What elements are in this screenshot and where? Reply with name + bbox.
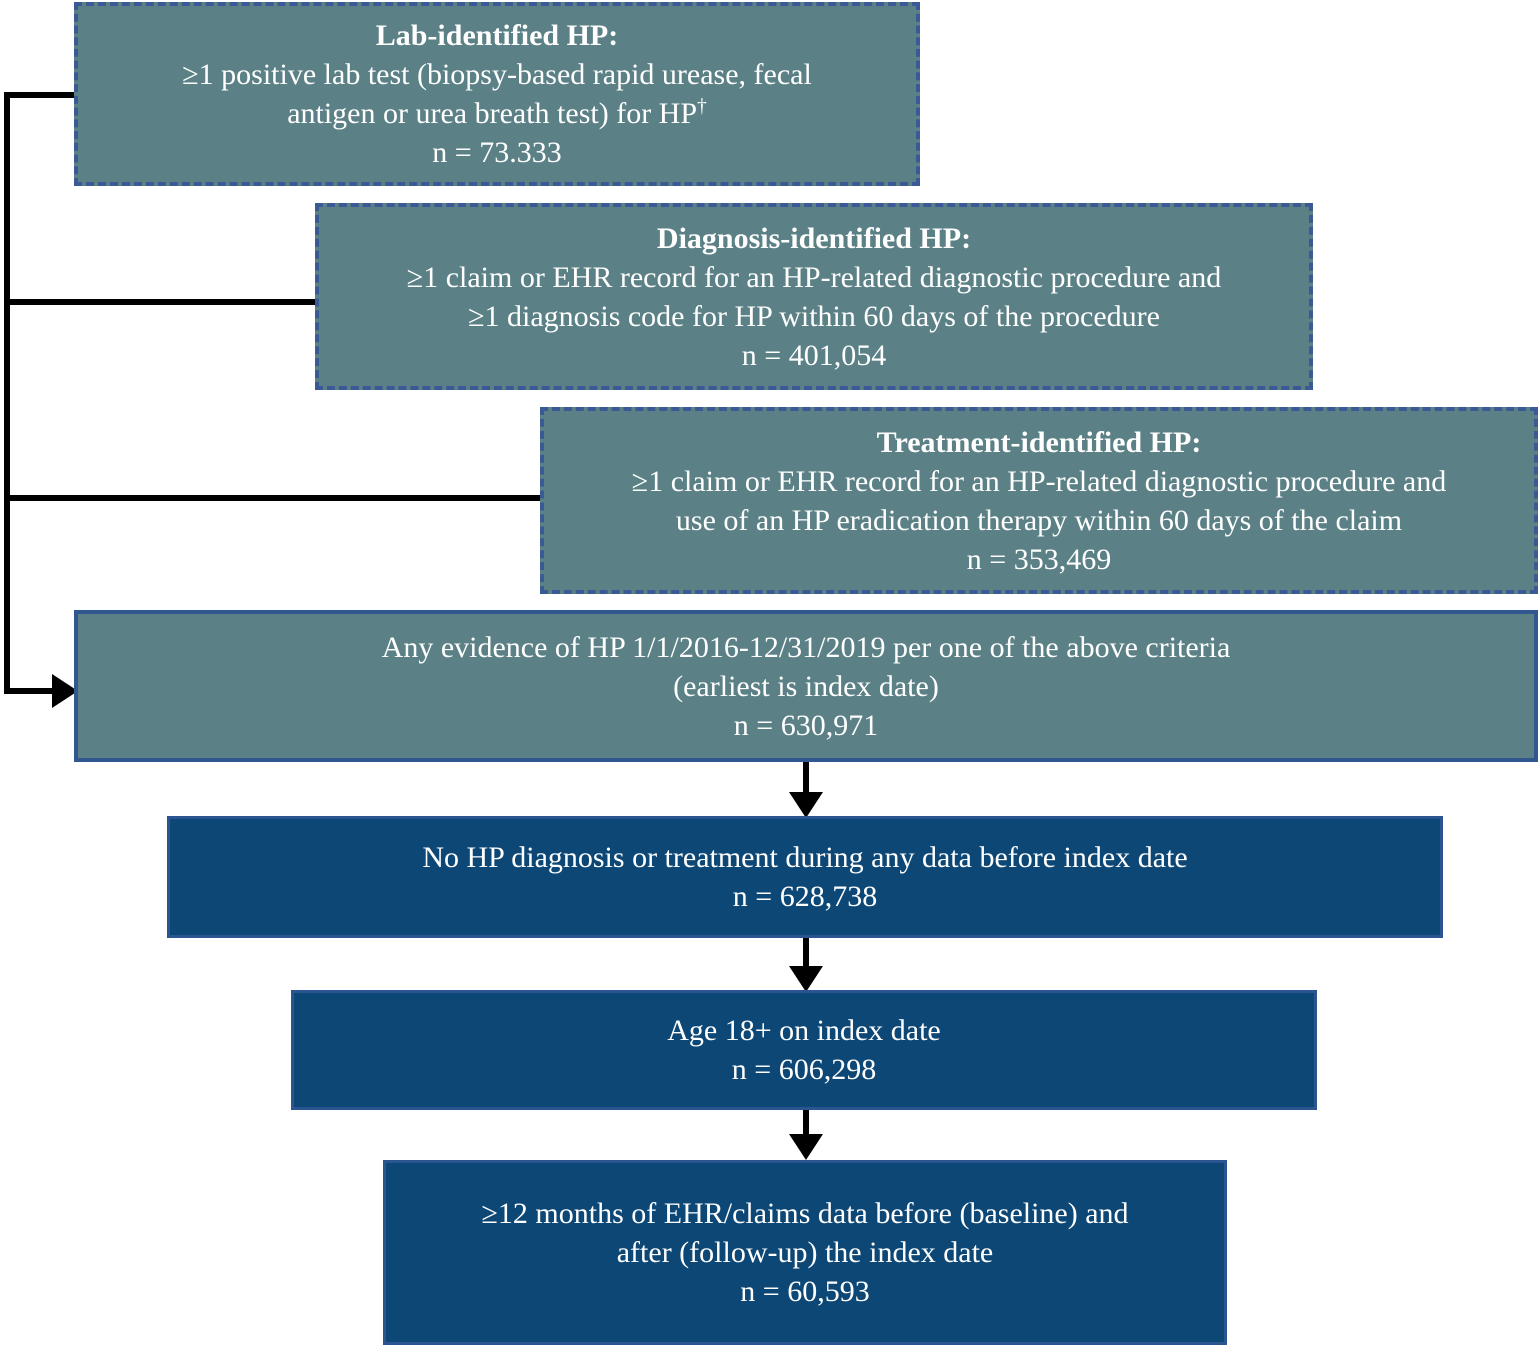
box-lab-identified-hp-line-2-text: antigen or urea breath test) for HP	[287, 97, 698, 130]
box-treatment-identified-hp-heading: Treatment-identified HP:	[876, 425, 1202, 459]
box-any-evidence-of-hp-line-2: (earliest is index date)	[673, 669, 939, 703]
box-treatment-identified-hp-line-2: use of an HP eradication therapy within …	[675, 503, 1403, 537]
box-diagnosis-identified-hp-line-1: ≥1 claim or EHR record for an HP-related…	[406, 260, 1222, 294]
connector-age-to-twelve-months	[803, 1110, 809, 1140]
box-age-18-plus-count: n = 606,298	[731, 1053, 877, 1086]
box-twelve-months-data: ≥12 months of EHR/claims data before (ba…	[383, 1160, 1227, 1345]
arrowhead-into-twelve-months-box	[789, 1134, 823, 1160]
box-diagnosis-identified-hp-line-2: ≥1 diagnosis code for HP within 60 days …	[468, 299, 1160, 333]
box-age-18-plus: Age 18+ on index date n = 606,298	[291, 990, 1317, 1110]
box-lab-identified-hp: Lab-identified HP: ≥1 positive lab test …	[74, 2, 920, 186]
box-lab-identified-hp-line-1: ≥1 positive lab test (biopsy-based rapid…	[182, 58, 812, 91]
connector-branch-to-treatment-box	[4, 495, 542, 501]
connector-trunk-vertical	[4, 92, 10, 694]
box-any-evidence-of-hp: Any evidence of HP 1/1/2016-12/31/2019 p…	[74, 610, 1538, 762]
box-no-prior-hp-line-1: No HP diagnosis or treatment during any …	[422, 841, 1188, 874]
box-diagnosis-identified-hp: Diagnosis-identified HP: ≥1 claim or EHR…	[315, 203, 1313, 390]
connector-no-prior-hp-to-age	[803, 938, 809, 972]
box-any-evidence-of-hp-line-1: Any evidence of HP 1/1/2016-12/31/2019 p…	[381, 630, 1231, 664]
dagger-footnote-marker-icon: †	[697, 96, 707, 117]
box-twelve-months-data-line-2: after (follow-up) the index date	[616, 1236, 994, 1269]
box-twelve-months-data-line-1: ≥12 months of EHR/claims data before (ba…	[481, 1197, 1129, 1230]
connector-branch-to-any-evidence-box	[4, 688, 56, 694]
arrowhead-into-age-box	[789, 966, 823, 992]
connector-any-evidence-to-no-prior-hp	[803, 762, 809, 798]
box-lab-identified-hp-heading: Lab-identified HP:	[375, 19, 619, 52]
box-lab-identified-hp-line-2: antigen or urea breath test) for HP†	[78, 94, 916, 133]
box-age-18-plus-line-1: Age 18+ on index date	[667, 1014, 941, 1047]
box-treatment-identified-hp: Treatment-identified HP: ≥1 claim or EHR…	[540, 407, 1538, 594]
arrowhead-into-any-evidence-box	[52, 674, 78, 708]
arrowhead-into-no-prior-hp-box	[789, 792, 823, 818]
connector-branch-to-lab-box	[4, 92, 76, 98]
box-twelve-months-data-count: n = 60,593	[740, 1275, 870, 1308]
box-any-evidence-of-hp-count: n = 630,971	[733, 708, 879, 742]
box-no-prior-hp-count: n = 628,738	[732, 880, 878, 913]
box-treatment-identified-hp-line-1: ≥1 claim or EHR record for an HP-related…	[631, 464, 1447, 498]
box-no-prior-hp: No HP diagnosis or treatment during any …	[167, 816, 1443, 938]
connector-branch-to-diagnosis-box	[4, 299, 317, 305]
box-diagnosis-identified-hp-count: n = 401,054	[741, 338, 887, 372]
box-treatment-identified-hp-count: n = 353,469	[966, 542, 1112, 576]
box-diagnosis-identified-hp-heading: Diagnosis-identified HP:	[656, 221, 972, 255]
box-lab-identified-hp-count: n = 73.333	[432, 136, 562, 169]
